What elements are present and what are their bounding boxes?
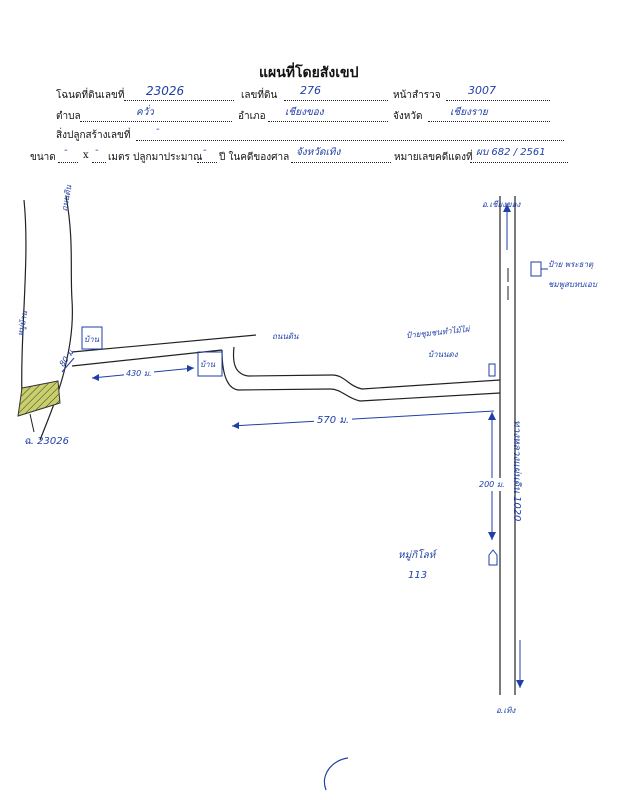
province-label: จังหวัด: [393, 111, 423, 122]
left-road-outer: [21, 199, 27, 401]
to-south-label: อ.เทิง: [496, 706, 516, 715]
house-2-box: [197, 351, 223, 377]
size-w: -: [64, 145, 68, 156]
house-1-box: [81, 326, 103, 350]
dist-570-label: 570 ม.: [314, 413, 353, 428]
district-line: [268, 110, 388, 122]
land-no: 276: [300, 84, 321, 97]
province: เชียงราย: [450, 107, 488, 118]
district: เชียงของ: [285, 107, 324, 118]
case-no: ผบ 682 / 2561: [476, 147, 546, 158]
village-no: 113: [408, 570, 428, 581]
page-title: แผนที่โดยสังเขป: [259, 65, 359, 81]
sign-right-line-1: ป้าย พระธาตุ: [548, 260, 594, 269]
survey-no: 3007: [468, 84, 496, 97]
dist-200-label: 200 ม.: [478, 478, 506, 491]
dist-570-arrow: [231, 410, 495, 427]
left-sign-post: [488, 363, 496, 377]
building-no: -: [156, 124, 160, 135]
plot-pointer: [29, 413, 35, 433]
court-label: ปี ในคดีของศาล: [219, 152, 290, 163]
land-no-line: [284, 89, 388, 101]
subdistrict: ควั่ว: [136, 107, 154, 118]
subdistrict-label: ตำบล: [56, 111, 81, 122]
survey-label: หน้าสำรวจ: [393, 90, 441, 101]
case-line: [470, 151, 568, 163]
court: จังหวัดเทิง: [296, 147, 341, 158]
plot-label: ฉ. 23026: [24, 436, 69, 447]
age-line: [197, 151, 217, 163]
junction-road-left: [221, 349, 239, 391]
deed-no: 23026: [146, 84, 185, 98]
case-label: หมายเลขคดีแดงที่: [394, 152, 473, 163]
size-h: -: [95, 145, 99, 156]
province-line: [428, 110, 550, 122]
land-no-label: เลขที่ดิน: [241, 90, 278, 101]
survey-line: [446, 89, 550, 101]
building-line: [136, 129, 564, 141]
village-house-icon: [488, 549, 498, 566]
size-label: ขนาด: [30, 152, 56, 163]
soi-lower: [237, 388, 501, 402]
right-sign-post: [530, 261, 542, 277]
junction-road-right: [232, 346, 249, 377]
house-2-label: บ้าน: [200, 360, 216, 369]
dist-80-line: [61, 357, 75, 373]
sign-right-line-2: ชมพูสบหบเอบ: [548, 280, 597, 289]
deed-line: [124, 89, 234, 101]
dist-430-label: 430 ม.: [124, 367, 154, 380]
age: -: [203, 145, 207, 156]
village-road-upper: [71, 334, 257, 353]
village-road-lower: [71, 349, 223, 367]
size-h-line: [92, 151, 106, 163]
deed-label: โฉนดที่ดินเลขที่: [56, 90, 125, 101]
subdistrict-line: [80, 110, 232, 122]
signature-stroke: [323, 757, 349, 791]
highway-label: ทางหลวงแผ่นดิน 1020: [511, 420, 522, 522]
to-north-label: อ.เชียงของ: [482, 200, 521, 209]
village-name: หมู่กิโลห์: [398, 550, 436, 561]
district-label: อำเภอ: [238, 111, 266, 122]
soi-upper: [247, 374, 501, 390]
house-1-label: บ้าน: [84, 335, 100, 344]
court-line: [291, 151, 391, 163]
sign-left-line-2: บ้านนดง: [428, 350, 458, 359]
road-branch-label: ถนนดิน: [272, 332, 299, 341]
size-x: x: [83, 150, 89, 161]
size-w-line: [58, 151, 78, 163]
age-label: เมตร ปลูกมาประมาณ: [108, 152, 203, 163]
building-label: สิ่งปลูกสร้างเลขที่: [56, 130, 131, 141]
